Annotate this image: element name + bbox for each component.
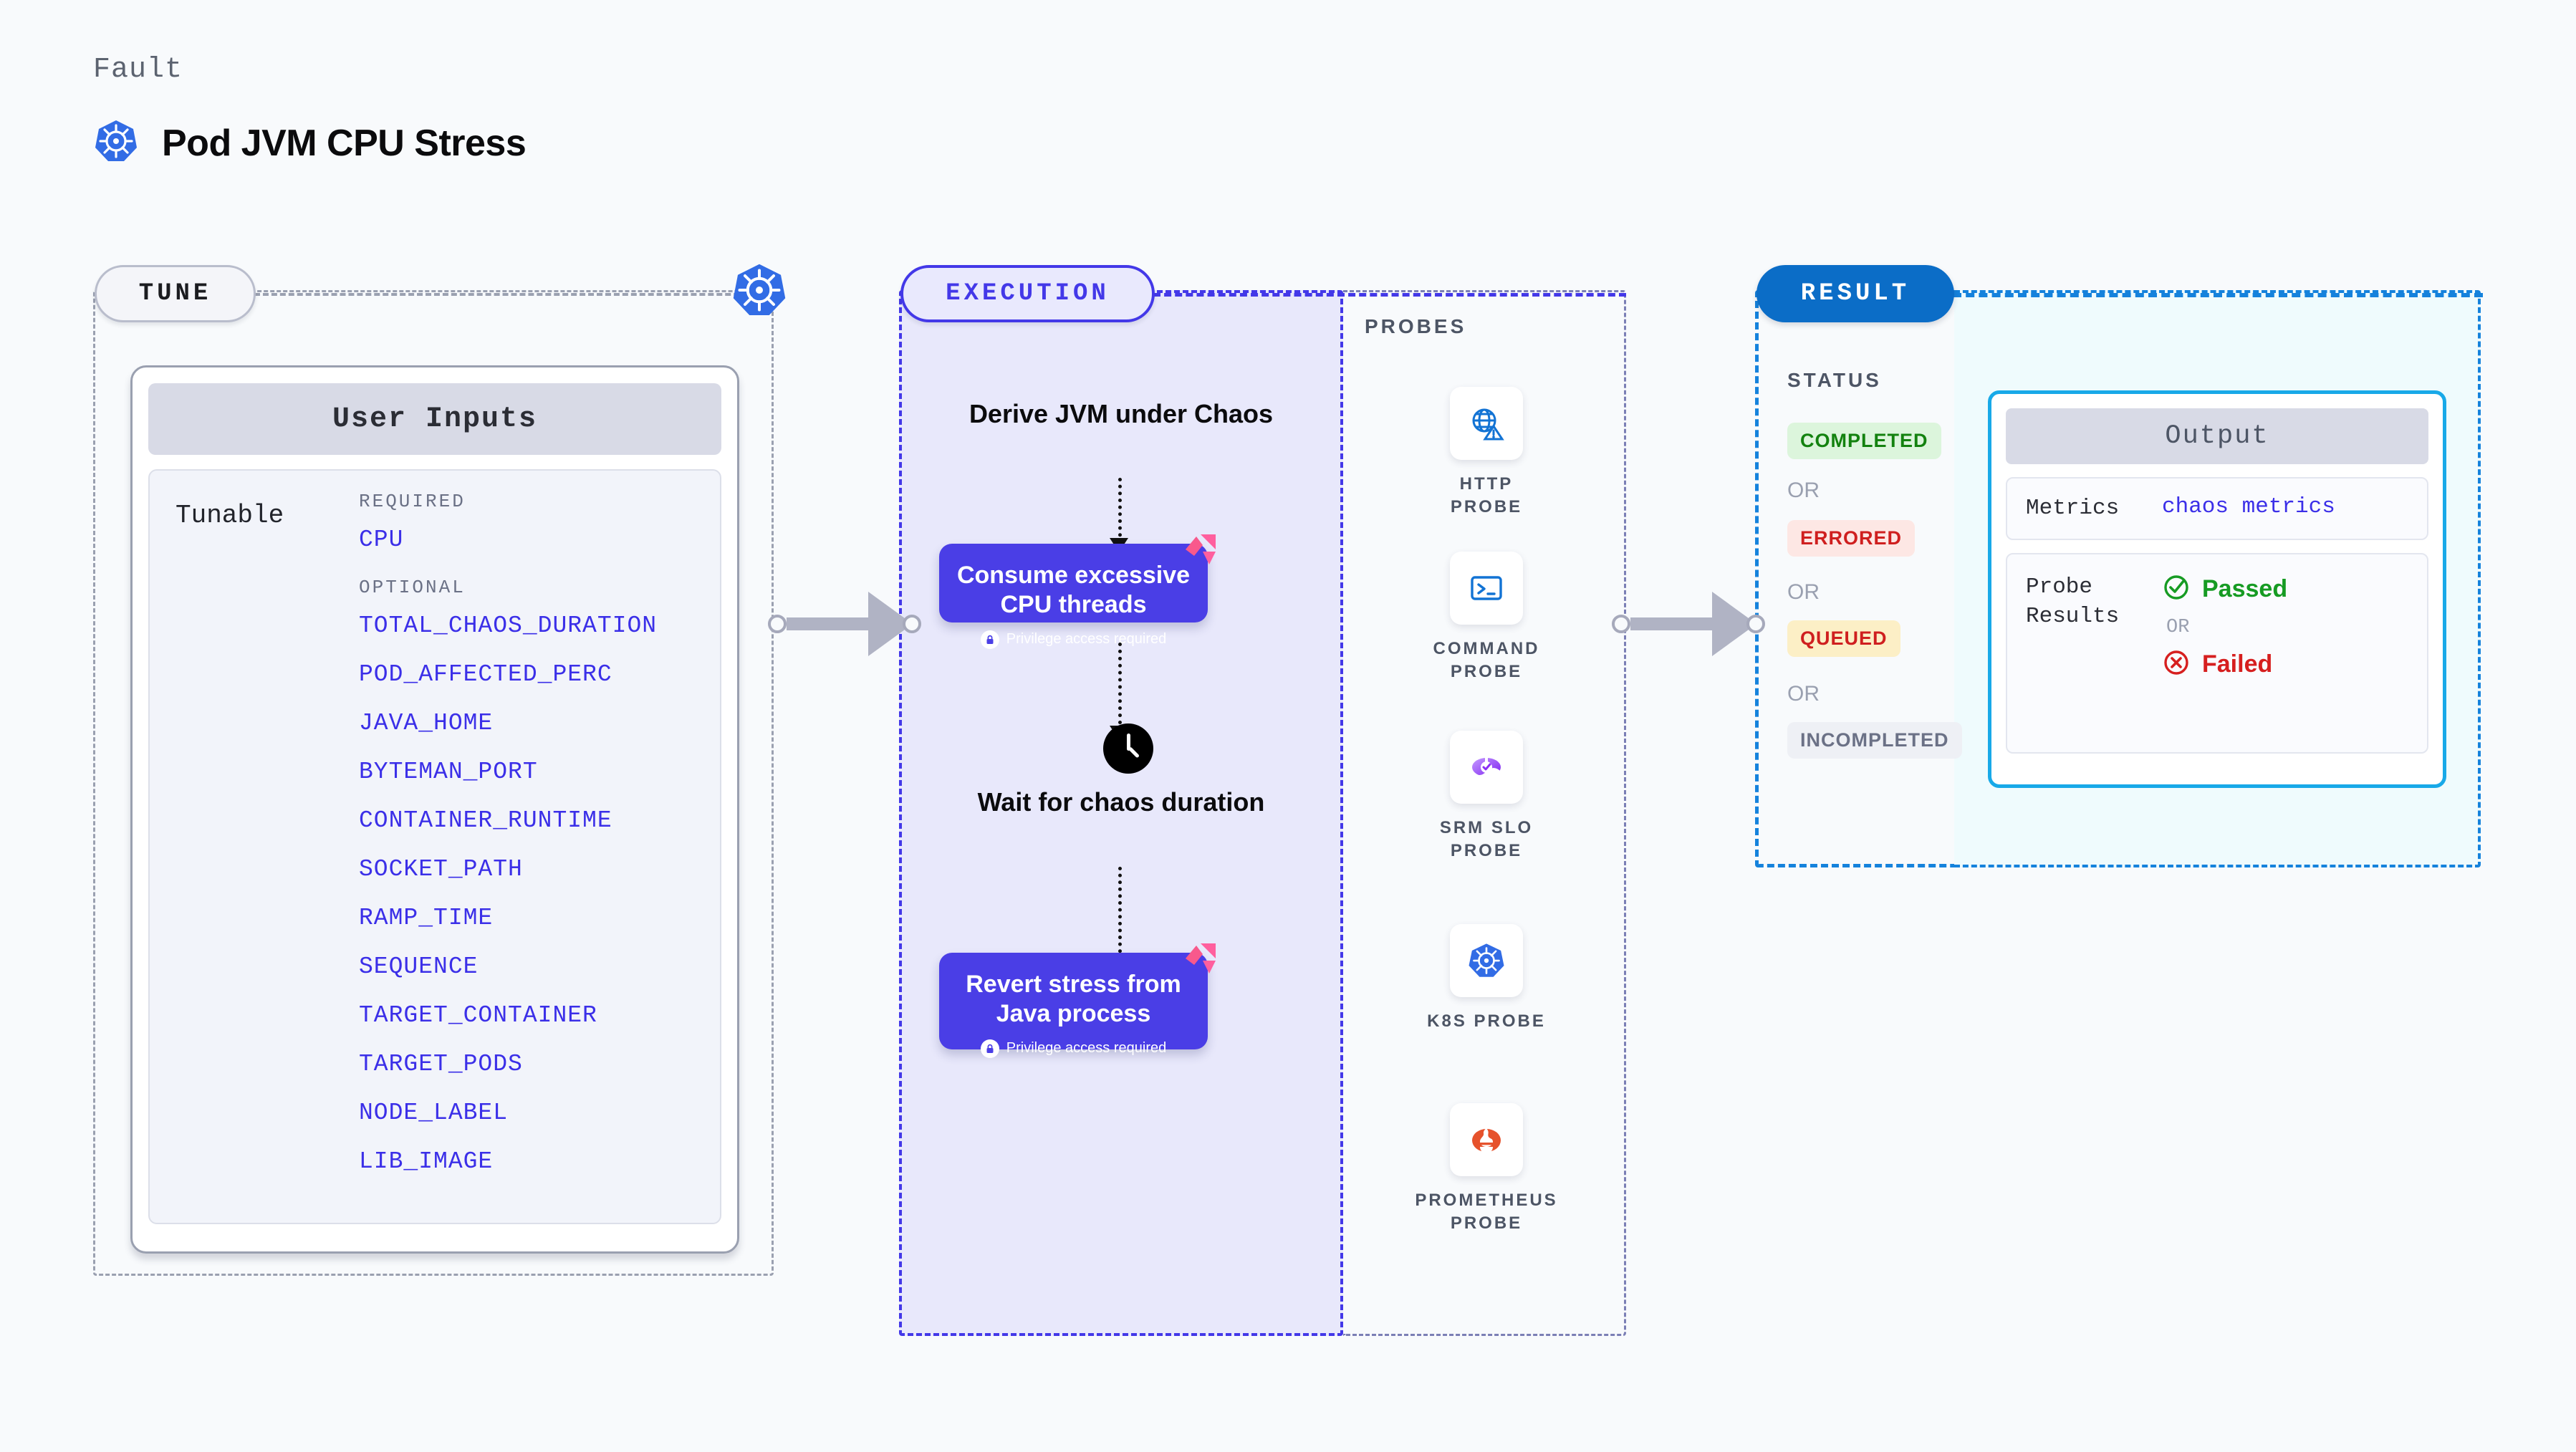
tune-to-execution-connector	[768, 592, 921, 656]
probe-http[interactable]: HTTP PROBE	[1426, 387, 1547, 519]
status-badge-completed: COMPLETED	[1787, 423, 1941, 459]
execution-step-derive-jvm: Derive JVM under Chaos	[969, 399, 1274, 428]
probe-label: HTTP PROBE	[1450, 474, 1523, 517]
check-circle-icon	[2162, 573, 2191, 605]
param-target-pods[interactable]: TARGET_PODS	[359, 1051, 523, 1077]
status-or-label: OR	[1787, 580, 1820, 604]
result-panel-frame	[1755, 290, 1959, 867]
probe-srm-slo[interactable]: SRM SLO PROBE	[1426, 731, 1547, 863]
probe-or-label: OR	[2166, 617, 2190, 639]
execution-step-consume-cpu[interactable]: Consume excessive CPU threads Privilege …	[939, 534, 1216, 649]
litmus-flag-icon	[1179, 937, 1222, 980]
page-title: Pod JVM CPU Stress	[162, 122, 527, 164]
connector-dot-end	[903, 615, 921, 633]
param-container-runtime[interactable]: CONTAINER_RUNTIME	[359, 807, 612, 834]
execution-to-result-connector	[1612, 592, 1765, 656]
execution-step-revert-stress[interactable]: Revert stress from Java process Privileg…	[939, 943, 1216, 1058]
metrics-value[interactable]: chaos metrics	[2162, 494, 2335, 519]
user-inputs-title: User Inputs	[148, 383, 721, 455]
execution-flow: Derive JVM under Chaos Consume excessive…	[899, 290, 1343, 1336]
status-badge-queued: QUEUED	[1787, 620, 1900, 657]
probe-label: PROMETHEUS PROBE	[1415, 1191, 1558, 1234]
param-cpu[interactable]: CPU	[359, 527, 404, 553]
param-byteman-port[interactable]: BYTEMAN_PORT	[359, 759, 538, 785]
tune-section-pill[interactable]: TUNE	[95, 265, 256, 322]
status-or-label: OR	[1787, 479, 1820, 502]
lock-icon	[980, 1039, 999, 1058]
connector-bar	[1630, 617, 1714, 630]
output-row-probe-results: Probe Results Passed OR	[2006, 553, 2428, 754]
litmus-flag-icon	[1179, 528, 1222, 571]
probe-results-key: Probe Results	[2026, 574, 2120, 629]
probes-section-label: PROBES	[1365, 315, 1467, 337]
connector-dot-start	[1612, 615, 1630, 633]
status-label: STATUS	[1787, 369, 1882, 391]
output-row-metrics: Metrics chaos metrics	[2006, 477, 2428, 541]
step-label: Revert stress from Java process	[966, 971, 1181, 1028]
kubernetes-icon	[93, 118, 139, 168]
optional-label: OPTIONAL	[359, 577, 466, 598]
tunable-label: Tunable	[176, 501, 284, 530]
probe-prometheus[interactable]: PROMETHEUS PROBE	[1415, 1103, 1556, 1236]
execution-step-wait: Wait for chaos duration	[977, 787, 1265, 817]
prometheus-icon	[1450, 1103, 1523, 1176]
param-total-chaos-duration[interactable]: TOTAL_CHAOS_DURATION	[359, 612, 658, 639]
user-inputs-card: User Inputs Tunable REQUIRED CPU OPTIONA…	[130, 365, 739, 1254]
tunable-params-column: REQUIRED CPU OPTIONAL TOTAL_CHAOS_DURATI…	[359, 491, 720, 1173]
result-section-pill[interactable]: RESULT	[1756, 265, 1954, 322]
execution-panel-frame	[899, 290, 1343, 1336]
output-title: Output	[2006, 408, 2428, 464]
lock-icon	[980, 630, 999, 649]
param-pod-affected-perc[interactable]: POD_AFFECTED_PERC	[359, 661, 612, 688]
step-note-label: Privilege access required	[1006, 631, 1167, 648]
connector-dot-end	[1746, 615, 1765, 633]
execution-header-line	[1153, 293, 1626, 297]
tune-header-line	[254, 293, 774, 296]
param-java-home[interactable]: JAVA_HOME	[359, 710, 494, 736]
probe-passed-label: Passed	[2202, 575, 2288, 603]
x-circle-icon	[2162, 648, 2191, 681]
result-header-line	[1953, 293, 2483, 297]
metrics-key: Metrics	[2026, 496, 2120, 521]
kubernetes-icon	[1450, 924, 1523, 997]
param-lib-image[interactable]: LIB_IMAGE	[359, 1148, 494, 1175]
globe-warning-icon	[1450, 387, 1523, 460]
step-note: Privilege access required	[949, 1039, 1198, 1058]
terminal-icon	[1450, 552, 1523, 625]
param-sequence[interactable]: SEQUENCE	[359, 953, 479, 980]
probe-failed-label: Failed	[2202, 650, 2273, 678]
required-param-list: CPU	[359, 528, 720, 552]
param-target-container[interactable]: TARGET_CONTAINER	[359, 1002, 597, 1029]
probe-label: SRM SLO PROBE	[1439, 818, 1534, 861]
srm-slo-icon	[1450, 731, 1523, 804]
status-or-label: OR	[1787, 682, 1820, 706]
optional-param-list: TOTAL_CHAOS_DURATION POD_AFFECTED_PERC JAV…	[359, 614, 720, 1173]
step-note-label: Privilege access required	[1006, 1040, 1167, 1057]
page-kicker: Fault	[93, 54, 183, 86]
required-label: REQUIRED	[359, 491, 466, 512]
tunable-params-body: Tunable REQUIRED CPU OPTIONAL TOTAL_CHAO…	[148, 469, 721, 1224]
probe-k8s[interactable]: K8S PROBE	[1426, 924, 1547, 1033]
tune-panel-frame	[93, 290, 774, 1276]
probe-command[interactable]: COMMAND PROBE	[1426, 552, 1547, 684]
step-label: Consume excessive CPU threads	[956, 562, 1191, 619]
status-badge-incompleted: INCOMPLETED	[1787, 722, 1962, 759]
status-badge-errored: ERRORED	[1787, 520, 1916, 557]
output-card: Output Metrics chaos metrics Probe Resul…	[1988, 390, 2446, 788]
param-socket-path[interactable]: SOCKET_PATH	[359, 856, 523, 883]
kubernetes-icon	[731, 261, 788, 319]
step-note: Privilege access required	[949, 630, 1198, 649]
param-ramp-time[interactable]: RAMP_TIME	[359, 905, 494, 931]
clock-icon	[1103, 723, 1153, 774]
probe-label: K8S PROBE	[1427, 1011, 1546, 1031]
param-node-label[interactable]: NODE_LABEL	[359, 1100, 509, 1126]
probe-label: COMMAND PROBE	[1433, 639, 1540, 682]
probe-results-values: Passed OR Failed	[2162, 573, 2287, 681]
probe-result-passed: Passed	[2162, 573, 2287, 605]
page-title-row: Pod JVM CPU Stress	[93, 118, 527, 168]
connector-dot-start	[768, 615, 787, 633]
probe-result-failed: Failed	[2162, 648, 2287, 681]
execution-section-pill[interactable]: EXECUTION	[900, 265, 1155, 322]
connector-bar	[787, 617, 870, 630]
